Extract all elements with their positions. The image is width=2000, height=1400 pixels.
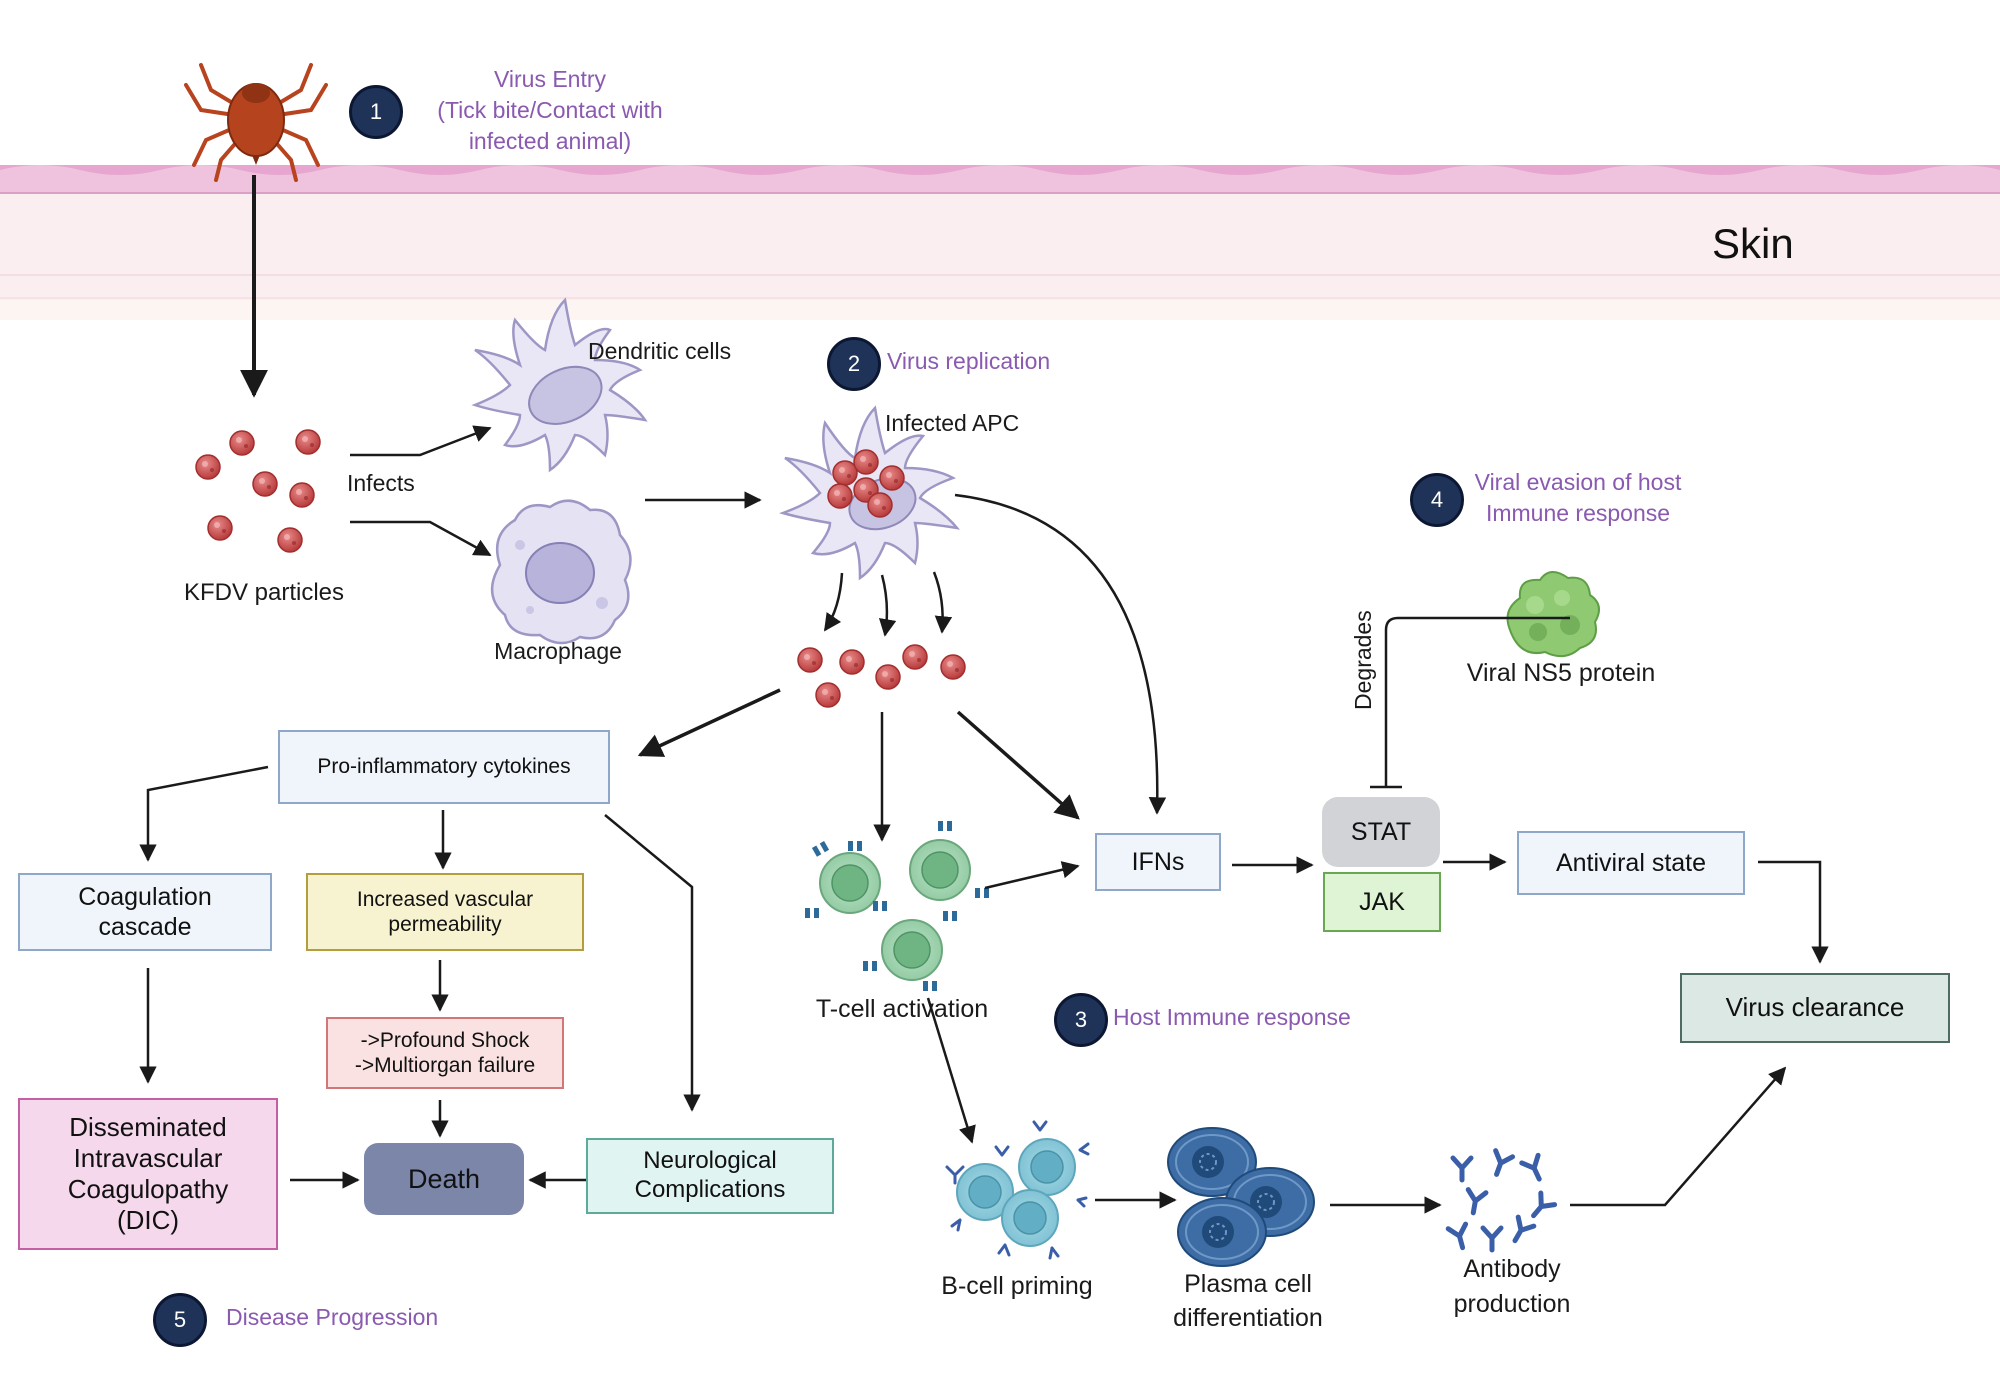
antibody-cluster [1448,1151,1554,1250]
macrophage-label: Macrophage [494,638,622,664]
step-3-badge: 3 [1054,993,1108,1047]
stat-box: STAT [1322,797,1440,867]
step-2-title: Virus replication [887,348,1051,374]
arrow-connectors [139,175,1829,1214]
dendritic-cell-icon [471,297,648,473]
b-cell-priming-label: B-cell priming [941,1272,1093,1300]
macrophage-icon [491,499,632,645]
released-virus-particles [797,644,966,708]
viral-ns5-label: Viral NS5 protein [1466,659,1656,687]
b-cell-cluster [945,1120,1090,1260]
step-1-badge: 1 [349,85,403,139]
step-5-title: Disease Progression [226,1304,439,1330]
step-1-title: Virus Entry [493,66,607,92]
plasma-cell-label-line2: differentiation [1173,1304,1323,1332]
kfdv-particle-cluster [195,429,321,553]
tick-icon [184,63,328,182]
kfdv-particles-label: KFDV particles [183,579,345,606]
plasma-cell-label-line1: Plasma cell [1184,1270,1312,1298]
step-5-badge: 5 [153,1293,207,1347]
step-4-badge: 4 [1410,473,1464,527]
plasma-cell-cluster [1167,1127,1315,1267]
step-4-title-line1: Viral evasion of host [1474,469,1682,495]
virus-clearance-box: Virus clearance [1680,973,1950,1043]
infected-apc-label: Infected APC [885,410,1020,436]
pro-inflammatory-cytokines-box: Pro-inflammatory cytokines [278,730,610,804]
infects-label: Infects [347,470,415,496]
dendritic-cells-label: Dendritic cells [588,338,732,364]
coagulation-cascade-box: Coagulation cascade [18,873,272,951]
antibody-production-label-line2: production [1453,1290,1571,1318]
skin-layer [0,165,2000,320]
skin-label: Skin [1712,220,1794,267]
step-4-title-line2: Immune response [1485,500,1671,526]
t-cell-cluster [805,821,989,991]
step-3-title: Host Immune response [1113,1004,1351,1030]
antiviral-state-box: Antiviral state [1517,831,1745,895]
antibody-production-label-line1: Antibody [1463,1255,1561,1283]
degrades-label: Degrades [1350,610,1376,710]
step-2-badge: 2 [827,337,881,391]
dic-box: Disseminated Intravascular Coagulopathy … [18,1098,278,1250]
jak-box: JAK [1323,872,1441,932]
t-cell-activation-label: T-cell activation [815,995,989,1023]
step-1-detail-line1: (Tick bite/Contact with [437,97,663,123]
ifns-box: IFNs [1095,833,1221,891]
shock-multiorgan-box: ->Profound Shock ->Multiorgan failure [326,1017,564,1089]
ns5-protein-icon [1506,571,1600,658]
death-box: Death [364,1143,524,1215]
neurological-complications-box: Neurological Complications [586,1138,834,1214]
vascular-permeability-box: Increased vascular permeability [306,873,584,951]
step-1-detail-line2: infected animal) [468,128,632,154]
